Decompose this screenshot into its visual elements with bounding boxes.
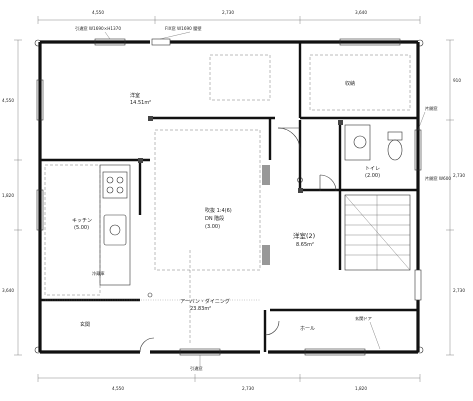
svg-text:8.65m²: 8.65m² — [296, 242, 314, 248]
center-note: 吹抜 1:4(6) DN 階段 (3.00) — [205, 207, 232, 230]
room-label-kitchen: キッチン (5.00) — [72, 218, 92, 231]
room-label-entrance: 玄関 — [80, 321, 90, 328]
svg-text:洋室: 洋室 — [130, 92, 140, 99]
svg-text:14.51m²: 14.51m² — [130, 100, 151, 106]
svg-text:1,820: 1,820 — [355, 386, 367, 391]
room-label-bedroom: 洋室(2) 8.65m² — [293, 231, 315, 248]
windows — [36, 38, 422, 356]
svg-text:アーバン・ダイニング: アーバン・ダイニング — [180, 298, 230, 305]
svg-text:FIX窓 W1690 腰壁: FIX窓 W1690 腰壁 — [165, 25, 202, 32]
svg-text:トイレ: トイレ — [365, 166, 380, 172]
room-label-closet: 収納 — [345, 80, 355, 87]
room-label-hall: ホール — [300, 326, 315, 332]
svg-text:23.83m²: 23.83m² — [190, 306, 211, 312]
svg-text:4,550: 4,550 — [2, 98, 14, 103]
svg-text:片開窓: 片開窓 — [425, 105, 438, 112]
svg-text:3,640: 3,640 — [355, 10, 367, 15]
svg-text:ホール: ホール — [300, 326, 315, 332]
svg-text:2,730: 2,730 — [453, 173, 465, 178]
structural-columns — [138, 116, 343, 265]
svg-text:引違窓: 引違窓 — [190, 365, 203, 372]
grid-markers — [34, 39, 424, 354]
svg-text:1,820: 1,820 — [2, 193, 14, 198]
svg-text:2,730: 2,730 — [242, 386, 254, 391]
svg-text:収納: 収納 — [345, 80, 355, 87]
svg-text:2,730: 2,730 — [453, 288, 465, 293]
svg-text:4,550: 4,550 — [92, 10, 104, 15]
svg-text:910: 910 — [453, 78, 461, 83]
room-label-dining: アーバン・ダイニング 23.83m² — [180, 298, 230, 312]
svg-text:(3.00): (3.00) — [205, 224, 220, 230]
svg-text:洋室(2): 洋室(2) — [293, 231, 315, 240]
svg-text:引違窓 W1690×H1370: 引違窓 W1690×H1370 — [75, 25, 121, 32]
room-label-wc: トイレ (2.00) — [365, 166, 380, 179]
callout-notes: 引違窓 W1690×H1370 FIX窓 W1690 腰壁 片開窓 玄関ドア 引… — [75, 25, 451, 372]
svg-text:4,550: 4,550 — [112, 386, 124, 391]
door-swings — [139, 127, 337, 353]
svg-text:吹抜 1:4(6): 吹抜 1:4(6) — [205, 207, 232, 214]
room-label-living: 洋室 14.51m² — [130, 92, 151, 106]
svg-text:キッチン: キッチン — [72, 218, 92, 224]
svg-text:(5.00): (5.00) — [74, 225, 89, 231]
staircase — [344, 194, 411, 271]
interior-walls — [40, 42, 418, 352]
svg-text:(2.00): (2.00) — [365, 173, 380, 179]
svg-text:DN 階段: DN 階段 — [205, 215, 224, 222]
svg-text:片開窓 W600: 片開窓 W600 — [425, 175, 451, 182]
kitchen-counter — [44, 164, 131, 296]
ceiling-lines — [45, 54, 411, 345]
svg-text:冷蔵庫: 冷蔵庫 — [92, 270, 105, 277]
svg-text:2,730: 2,730 — [222, 10, 234, 15]
svg-text:玄関ドア: 玄関ドア — [355, 315, 372, 322]
dimension-text: 4,550 2,730 3,640 4,550 2,730 1,820 4,55… — [2, 10, 465, 391]
svg-text:玄関: 玄関 — [80, 321, 90, 328]
dimension-lines — [14, 16, 454, 382]
toilet-fixture — [344, 124, 403, 161]
exterior-walls — [38, 40, 420, 354]
svg-text:3,640: 3,640 — [2, 288, 14, 293]
